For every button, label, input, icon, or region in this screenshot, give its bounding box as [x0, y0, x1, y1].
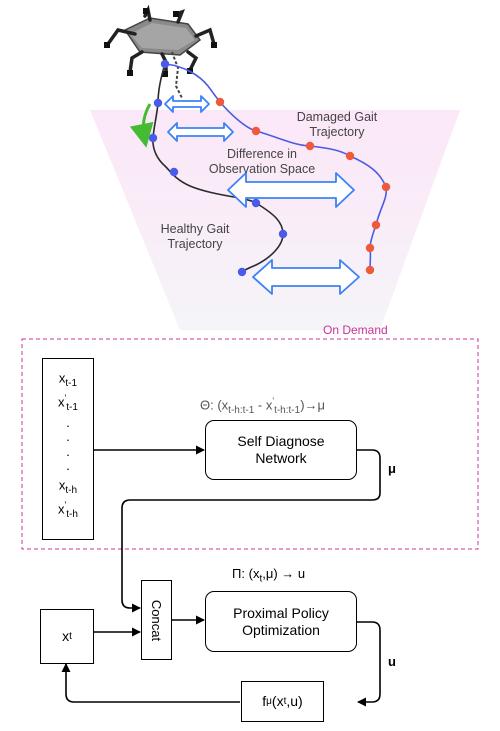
- history-row: xt-1: [58, 370, 78, 389]
- history-row: .: [66, 458, 70, 474]
- mu-label: μ: [388, 461, 396, 476]
- concat-box: Concat: [141, 580, 172, 660]
- history-row: .: [66, 443, 70, 459]
- ppo-to-f-arrow: [357, 621, 381, 707]
- history-row: .: [66, 429, 70, 445]
- double-arrow-icon: [227, 172, 355, 208]
- self-diagnose-network-box: Self Diagnose Network: [205, 420, 357, 480]
- theta-formula: Θ: (xt-h:t-1 - x't-h:t-1)→μ: [200, 396, 326, 416]
- f-to-xt-arrow: [61, 663, 240, 703]
- u-label: u: [388, 654, 396, 669]
- damaged-points: [215, 97, 391, 275]
- healthy-trajectory-line: [152, 63, 284, 273]
- difference-arrows: [164, 95, 360, 295]
- on-demand-label: On Demand: [323, 323, 388, 337]
- damaged-trajectory-line: [164, 63, 388, 271]
- history-buffer-box: xt-1 x't-1 . . . . xt-h x't-h: [42, 358, 94, 540]
- double-arrow-icon: [252, 259, 360, 295]
- projection-cone: [90, 110, 460, 330]
- direction-arrow-icon: [129, 103, 154, 148]
- pi-formula: Π: (xt,μ) → u: [232, 566, 306, 585]
- history-row: .: [66, 414, 70, 430]
- hexapod-robot-icon: [104, 4, 217, 99]
- history-row: x't-1: [58, 393, 78, 414]
- history-row: x't-h: [58, 500, 78, 521]
- ppo-box: Proximal Policy Optimization: [205, 591, 357, 652]
- history-row: xt-h: [58, 477, 78, 496]
- double-arrow-icon: [164, 95, 210, 113]
- double-arrow-icon: [167, 122, 234, 142]
